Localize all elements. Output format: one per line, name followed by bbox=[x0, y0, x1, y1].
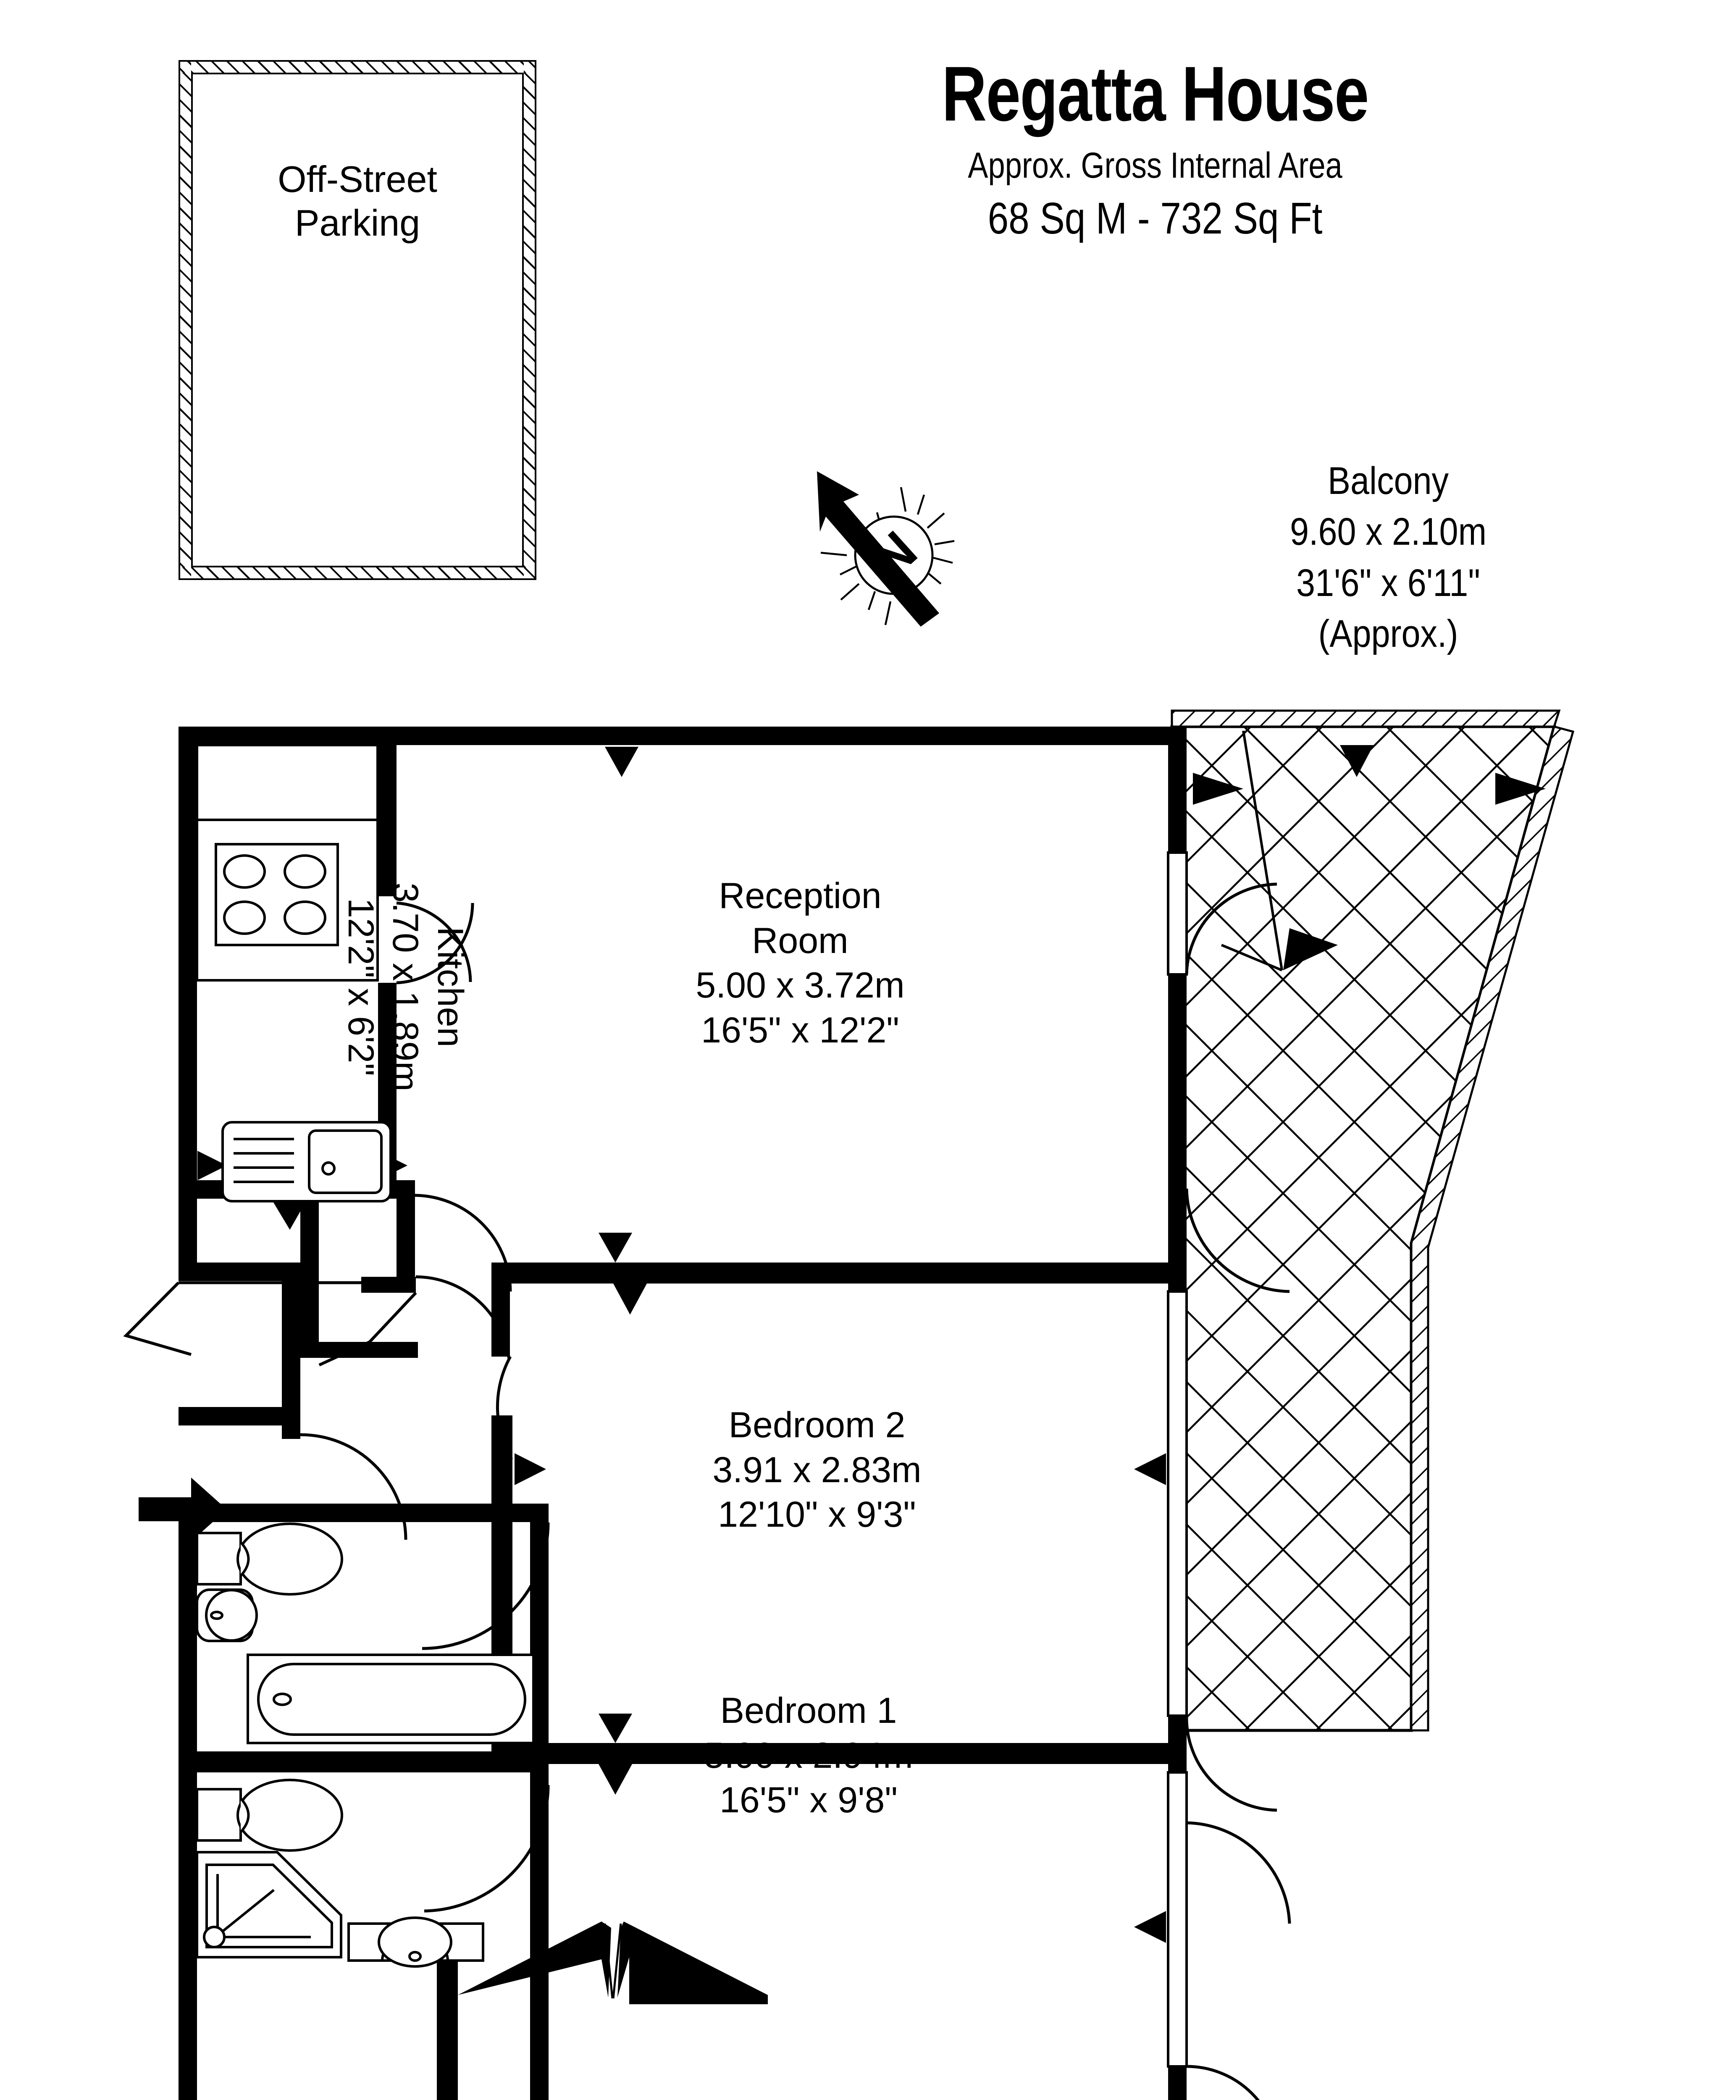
entrance-arrow-icon bbox=[139, 1478, 227, 1541]
bedroom2-metric: 3.91 x 2.83m bbox=[712, 1449, 922, 1490]
bathroom-upper-fittings bbox=[196, 1522, 535, 1744]
bedroom1-imperial: 16'5" x 9'8" bbox=[720, 1780, 898, 1821]
kitchen-metric: 3.70 x 1.89m bbox=[385, 882, 426, 1092]
kitchen-imperial: 12'2" x 6'2" bbox=[340, 898, 381, 1076]
bedroom1-name: Bedroom 1 bbox=[720, 1690, 897, 1731]
shower-tray-icon bbox=[196, 1851, 342, 1958]
title-block: Regatta House Approx. Gross Internal Are… bbox=[714, 55, 1596, 244]
bedroom2-imperial: 12'10" x 9'3" bbox=[718, 1494, 916, 1535]
sink-icon bbox=[221, 1121, 392, 1202]
compass-needle bbox=[817, 471, 939, 627]
bathtub-icon bbox=[247, 1654, 535, 1744]
area-value: 68 Sq M - 732 Sq Ft bbox=[987, 193, 1323, 243]
floor-plan-drawing bbox=[0, 693, 1638, 2100]
hall-cupboards bbox=[123, 1281, 417, 1367]
compass-svg: N bbox=[817, 471, 955, 627]
bedroom1-metric: 5.00 x 2.94m bbox=[704, 1735, 913, 1776]
basin-icon-lower bbox=[347, 1916, 484, 1968]
bathroom-lower-fittings bbox=[196, 1779, 484, 1968]
kitchen-fittings bbox=[196, 744, 392, 1202]
wc-icon-lower bbox=[196, 1779, 343, 1852]
room-label-reception: Reception Room 5.00 x 3.72m 16'5" x 12'2… bbox=[580, 874, 1021, 1053]
reception-metric: 5.00 x 3.72m bbox=[696, 965, 905, 1006]
balcony-name: Balcony bbox=[1327, 459, 1449, 502]
door-swings bbox=[300, 882, 1291, 2100]
parking-label: Off-Street Parking bbox=[179, 158, 536, 245]
opening-arrows bbox=[197, 745, 1546, 1943]
room-label-bedroom1: Bedroom 1 5.00 x 2.94m 16'5" x 9'8" bbox=[588, 1688, 1029, 1823]
reception-name-line1: Reception bbox=[719, 876, 882, 916]
page-title: Regatta House bbox=[942, 51, 1369, 137]
wc-icon-upper bbox=[196, 1522, 343, 1596]
parking-label-line1: Off-Street bbox=[278, 158, 437, 200]
east-wall-openings bbox=[1167, 851, 1188, 2068]
reception-imperial: 16'5" x 12'2" bbox=[701, 1010, 899, 1050]
room-label-bedroom2: Bedroom 2 3.91 x 2.83m 12'10" x 9'3" bbox=[596, 1403, 1037, 1537]
balcony-imperial: 31'6" x 6'11" bbox=[1296, 561, 1480, 604]
off-street-parking-box: Off-Street Parking bbox=[179, 60, 536, 580]
parking-label-line2: Parking bbox=[294, 202, 420, 244]
kitchen-rotated-label: Kitchen 3.70 x 1.89m 12'2" x 6'2" bbox=[338, 798, 473, 1176]
basin-icon-upper bbox=[196, 1588, 258, 1642]
room-label-kitchen: Kitchen 3.70 x 1.89m 12'2" x 6'2" bbox=[246, 798, 565, 1176]
compass-north-icon: N bbox=[773, 445, 983, 638]
kitchen-name: Kitchen bbox=[430, 927, 470, 1047]
balcony-area bbox=[1170, 709, 1575, 1732]
parking-inner-area bbox=[191, 73, 524, 567]
bedroom2-name: Bedroom 2 bbox=[728, 1405, 906, 1445]
balcony-metric: 9.60 x 2.10m bbox=[1290, 510, 1487, 554]
balcony-door-leaves bbox=[1221, 730, 1283, 971]
floor-plan-svg bbox=[123, 709, 1575, 2100]
balcony-note: (Approx.) bbox=[1318, 612, 1458, 656]
reception-name-line2: Room bbox=[752, 920, 848, 961]
balcony-label: Balcony 9.60 x 2.10m 31'6" x 6'11" (Appr… bbox=[1187, 456, 1589, 660]
bedroom1-wardrobe-doors bbox=[458, 1922, 768, 2004]
hob-icon bbox=[215, 843, 339, 946]
area-caption: Approx. Gross Internal Area bbox=[968, 145, 1342, 186]
